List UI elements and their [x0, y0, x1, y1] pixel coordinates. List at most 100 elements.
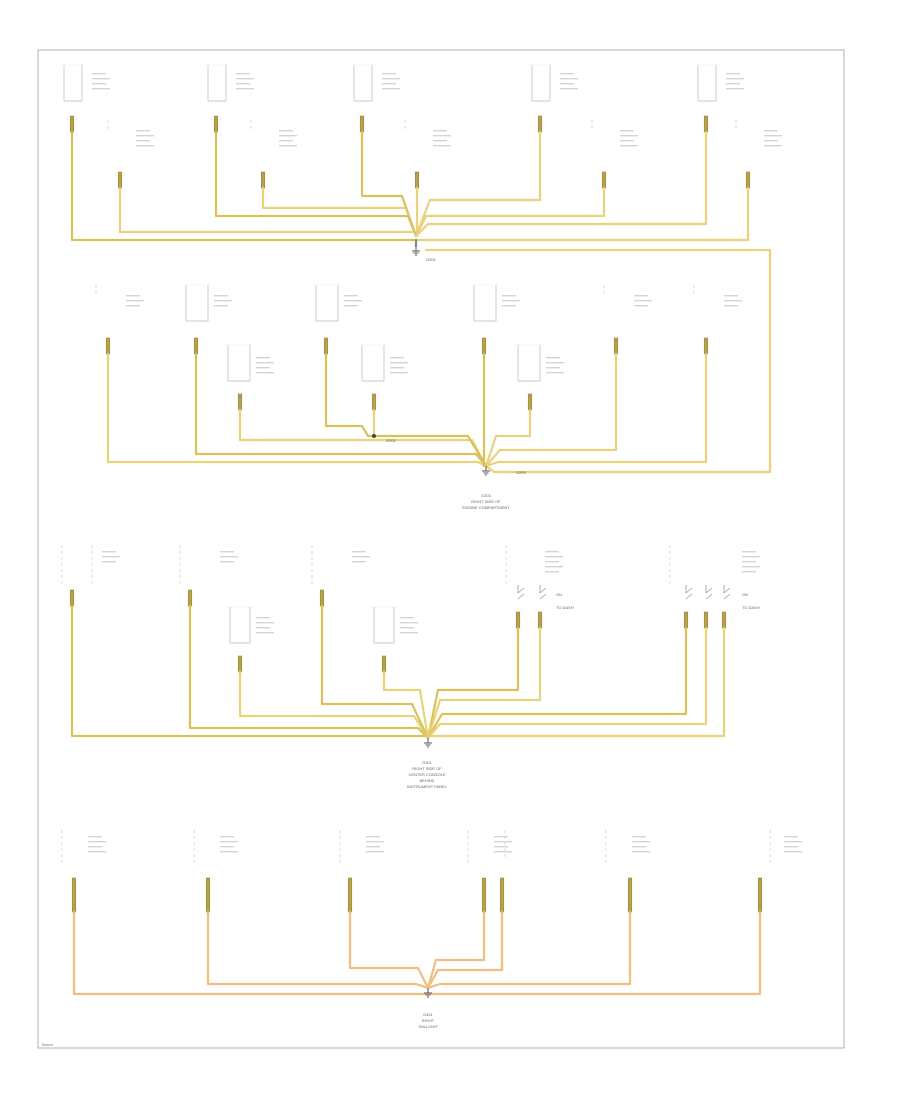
label-text-stub [634, 300, 652, 302]
label-text-stub [433, 135, 451, 137]
ground-wire [382, 670, 430, 740]
connector-pin-icon [69, 589, 75, 607]
label-text-stub [632, 841, 650, 843]
component [371, 606, 397, 644]
switch-label: TO DASH [556, 605, 574, 610]
label-text-stub [88, 841, 106, 843]
label-text-stub [560, 88, 578, 90]
connector-pin-icon [703, 611, 709, 629]
component [351, 64, 375, 102]
label-text-stub [136, 135, 154, 137]
label-text-stub [279, 145, 297, 147]
ground-label-g203: G203 [516, 470, 527, 475]
label-text-stub [136, 130, 150, 132]
ground-label-g201: G201 [426, 257, 437, 262]
label-text-stub [88, 851, 106, 853]
label-text-stub [236, 73, 250, 75]
connector-pin-icon [71, 877, 77, 913]
label-text-stub [742, 571, 756, 573]
label-text-stub [784, 851, 802, 853]
label-text-stub [545, 571, 559, 573]
switch-blade [517, 587, 525, 594]
label-text-stub [742, 551, 756, 553]
label-text-stub [494, 846, 508, 848]
component [359, 344, 387, 382]
switch-label: ON [556, 592, 562, 597]
section-row1 [61, 64, 782, 474]
label-text-stub [546, 372, 564, 374]
label-text-stub [545, 556, 563, 558]
label-text-stub [136, 145, 154, 147]
component-outline [185, 285, 209, 322]
ground-wire [414, 130, 708, 238]
label-text-stub [279, 130, 293, 132]
label-text-stub [382, 78, 400, 80]
component [313, 284, 341, 322]
component-outline [473, 285, 497, 322]
connector-pin-icon [323, 337, 329, 355]
switch-blade [539, 587, 547, 594]
connector-pin-icon [205, 877, 211, 913]
connector-pin-icon [193, 337, 199, 355]
label-text-stub [724, 300, 742, 302]
ground-wire [426, 626, 520, 740]
label-text-stub [400, 617, 414, 619]
switch-label: ON [742, 592, 748, 597]
label-text-stub [102, 551, 116, 553]
label-text-stub [546, 357, 560, 359]
label-text-stub [784, 846, 798, 848]
label-text-stub [136, 140, 150, 142]
label-text-stub [545, 566, 563, 568]
switch-blade [685, 587, 693, 594]
connector-pin-icon [359, 115, 365, 133]
label-text-stub [620, 135, 638, 137]
ground-wire [70, 130, 418, 242]
label-text-stub [279, 140, 293, 142]
ground-wire [238, 408, 488, 468]
label-text-stub [502, 305, 516, 307]
label-text-stub [88, 836, 102, 838]
label-text-stub [724, 295, 738, 297]
label-text-stub [256, 357, 270, 359]
label-text-stub [390, 372, 408, 374]
switch-blade [723, 593, 731, 600]
caption-line: RIGHT SIDE OF [412, 766, 442, 771]
connector-pin-icon [347, 877, 353, 913]
label-text-stub [546, 367, 560, 369]
label-text-stub [256, 632, 274, 634]
component-outline [353, 65, 373, 102]
label-text-stub [764, 130, 778, 132]
switch-blade [539, 593, 547, 600]
label-text-stub [256, 367, 270, 369]
connector-pin-icon [187, 589, 193, 607]
connector-pin-icon [537, 611, 543, 629]
splice-dot-icon [372, 434, 376, 438]
ground-wire [194, 352, 488, 468]
label-text-stub [102, 561, 116, 563]
label-text-stub [545, 561, 559, 563]
section-row3 [61, 545, 760, 748]
label-text-stub [92, 83, 106, 85]
label-text-stub [220, 851, 238, 853]
label-text-stub [344, 300, 362, 302]
label-text-stub [726, 78, 744, 80]
label-text-stub [545, 551, 559, 553]
label-text-stub [352, 556, 370, 558]
connector-pin-icon [213, 115, 219, 133]
connector-pin-icon [757, 877, 763, 913]
label-text-stub [784, 841, 802, 843]
component-outline [517, 345, 541, 382]
connector-pin-icon [481, 877, 487, 913]
connector-pin-icon [537, 115, 543, 133]
ground-wire [426, 910, 762, 996]
label-text-stub [88, 846, 102, 848]
label-text-stub [390, 362, 408, 364]
ground-wire [414, 186, 606, 238]
ground-wire [426, 626, 542, 740]
label-text-stub [784, 836, 798, 838]
label-text-stub [220, 841, 238, 843]
connector-pin-icon [627, 877, 633, 913]
component-outline [531, 65, 551, 102]
label-text-stub [344, 305, 358, 307]
label-text-stub [366, 851, 384, 853]
